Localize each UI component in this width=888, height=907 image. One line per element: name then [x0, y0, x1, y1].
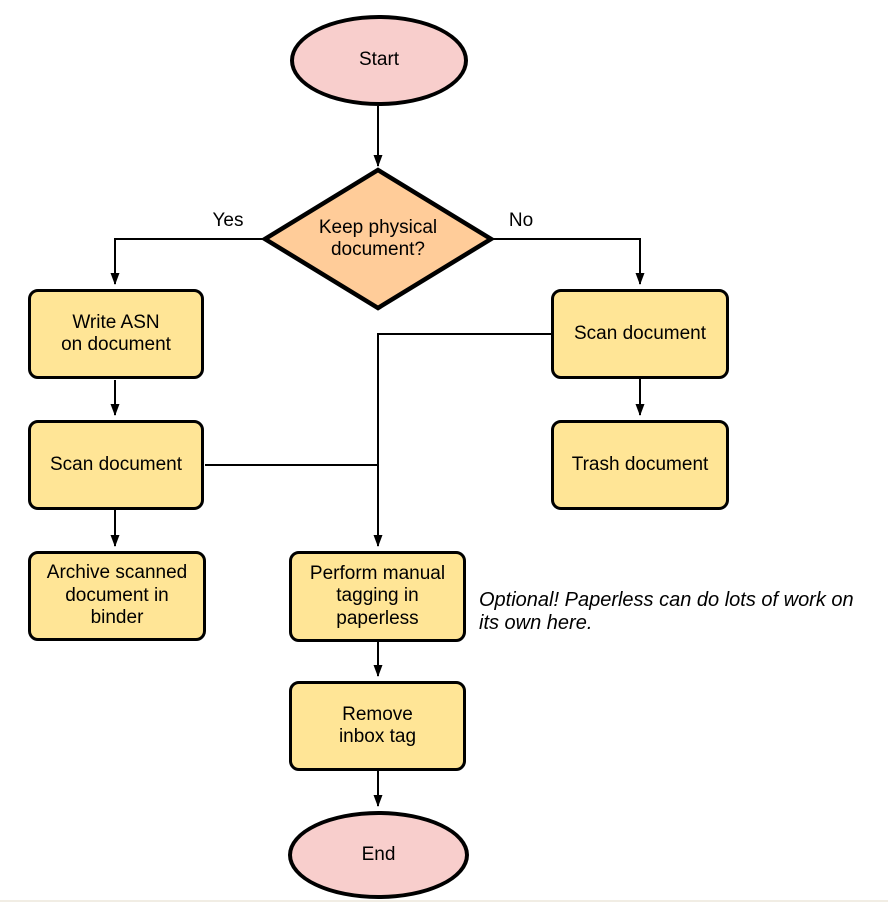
node-write-asn-label: Write ASN on document	[61, 311, 171, 355]
node-write-asn: Write ASN on document	[28, 289, 204, 379]
node-scan-document-right: Scan document	[551, 289, 729, 379]
node-trash-document: Trash document	[551, 420, 729, 510]
node-scan-document-right-label: Scan document	[573, 322, 707, 344]
node-decision-label: Keep physical document?	[318, 216, 438, 260]
node-scan-document-left-label: Scan document	[49, 453, 183, 475]
node-perform-tagging-label: Perform manual tagging in paperless	[309, 562, 446, 629]
edge-label-no: No	[508, 210, 534, 231]
decision-diamond-shape	[260, 167, 496, 311]
node-decision: Keep physical document?	[288, 204, 468, 274]
node-archive-scanned-label: Archive scanned document in binder	[46, 562, 188, 629]
node-end: End	[288, 811, 469, 899]
node-start-label: Start	[358, 49, 400, 71]
node-perform-tagging: Perform manual tagging in paperless	[289, 551, 466, 642]
node-trash-document-label: Trash document	[571, 453, 709, 475]
edge-label-yes: Yes	[212, 210, 244, 231]
edge-scanright-to-tagging	[373, 333, 551, 547]
edge-decision-yes	[110, 238, 266, 285]
node-remove-inbox-tag: Remove inbox tag	[289, 681, 466, 771]
edge-decision-no	[490, 238, 645, 285]
node-remove-inbox-tag-label: Remove inbox tag	[338, 703, 417, 747]
node-archive-scanned: Archive scanned document in binder	[28, 551, 206, 641]
node-start: Start	[290, 15, 468, 106]
node-end-label: End	[361, 843, 396, 865]
node-scan-document-left: Scan document	[28, 420, 204, 510]
optional-annotation: Optional! Paperless can do lots of work …	[479, 589, 854, 634]
bottom-divider	[0, 900, 888, 902]
